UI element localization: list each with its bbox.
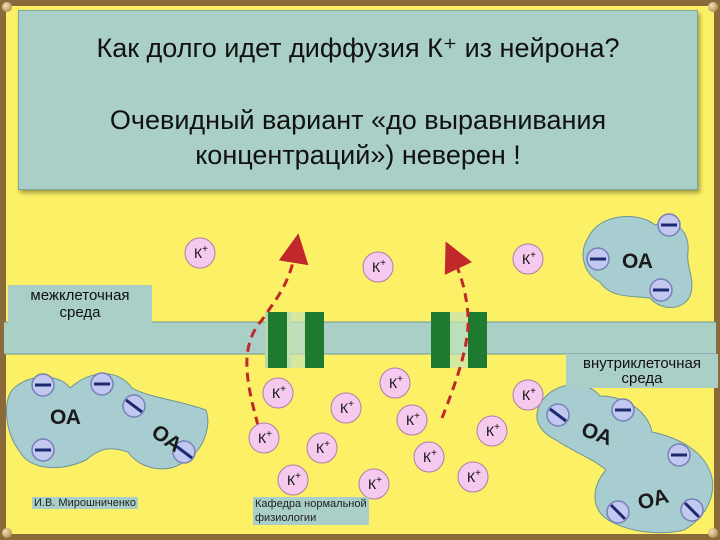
potassium-ion: К+ xyxy=(262,377,294,409)
corner-rivet-icon xyxy=(708,2,718,12)
minus-circle-icon xyxy=(122,394,146,418)
department-line-1: Кафедра нормальной xyxy=(255,498,367,510)
potassium-ion-charge: + xyxy=(324,439,330,450)
potassium-ion: К+ xyxy=(358,468,390,500)
diffusion-arrow-left xyxy=(245,233,309,441)
intracellular-label: внутриклеточная среда xyxy=(566,354,718,388)
minus-circle-icon xyxy=(546,403,570,427)
ion-channel-left xyxy=(265,312,324,368)
potassium-ion: К+ xyxy=(512,379,544,411)
potassium-ion: К+ xyxy=(306,432,338,464)
extracellular-label: межклеточная среда xyxy=(8,285,152,323)
title-box: Как долго идет диффузия К⁺ из нейрона? О… xyxy=(18,10,698,190)
potassium-ion: К+ xyxy=(512,243,544,275)
corner-rivet-icon xyxy=(708,528,718,538)
potassium-ion: К+ xyxy=(248,422,280,454)
potassium-ion-charge: + xyxy=(202,244,208,255)
subtitle-line-1: Очевидный вариант «до выравнивания xyxy=(109,105,607,135)
potassium-ion: К+ xyxy=(277,464,309,496)
cell-membrane xyxy=(4,322,716,354)
potassium-ion: К+ xyxy=(457,461,489,493)
slide-title: Как долго идет диффузия К⁺ из нейрона? xyxy=(96,33,620,63)
potassium-ion: К+ xyxy=(476,415,508,447)
extracellular-label-line-1: межклеточная xyxy=(30,287,130,304)
potassium-ion-charge: + xyxy=(530,250,536,261)
potassium-ion: К+ xyxy=(330,392,362,424)
potassium-ion-charge: + xyxy=(280,384,286,395)
minus-circle-icon xyxy=(586,247,610,271)
department-line-2: физиологии xyxy=(255,512,317,524)
potassium-ion-charge: + xyxy=(295,471,301,482)
potassium-ion-charge: + xyxy=(380,258,386,269)
minus-circle-icon xyxy=(611,398,635,422)
anion-blob-right xyxy=(536,384,714,534)
potassium-ion: К+ xyxy=(184,237,216,269)
minus-circle-icon xyxy=(31,373,55,397)
potassium-ion-charge: + xyxy=(530,386,536,397)
extracellular-label-line-2: среда xyxy=(59,304,101,321)
potassium-ion: К+ xyxy=(362,251,394,283)
slide-subtitle: Очевидный вариант «до выравнивания конце… xyxy=(19,103,697,173)
anion-label-left: ОА xyxy=(50,406,81,429)
potassium-ion-charge: + xyxy=(431,448,437,459)
minus-circle-icon xyxy=(680,498,704,522)
minus-circle-icon xyxy=(649,278,673,302)
potassium-ion-charge: + xyxy=(376,475,382,486)
department-credit: Кафедра нормальной физиологии xyxy=(253,497,369,525)
corner-rivet-icon xyxy=(2,2,12,12)
ion-channel-right xyxy=(431,312,487,368)
potassium-ion-charge: + xyxy=(397,374,403,385)
potassium-ion-charge: + xyxy=(414,411,420,422)
minus-circle-icon xyxy=(667,443,691,467)
potassium-ion-charge: + xyxy=(475,468,481,479)
corner-rivet-icon xyxy=(2,528,12,538)
minus-circle-icon xyxy=(90,372,114,396)
subtitle-line-2: концентраций») неверен ! xyxy=(195,140,521,170)
intracellular-label-line-1: внутриклеточная xyxy=(583,355,701,372)
potassium-ion-charge: + xyxy=(266,429,272,440)
anion-label-top-right: ОА xyxy=(622,250,653,273)
intracellular-label-line-2: среда xyxy=(621,370,663,387)
minus-circle-icon xyxy=(606,500,630,524)
minus-circle-icon xyxy=(657,213,681,237)
author-credit: И.В. Мирошниченко xyxy=(32,497,138,509)
potassium-ion-charge: + xyxy=(494,422,500,433)
potassium-ion: К+ xyxy=(379,367,411,399)
potassium-ion: К+ xyxy=(413,441,445,473)
minus-circle-icon xyxy=(172,440,196,464)
potassium-ion-charge: + xyxy=(348,399,354,410)
minus-circle-icon xyxy=(31,438,55,462)
potassium-ion: К+ xyxy=(396,404,428,436)
